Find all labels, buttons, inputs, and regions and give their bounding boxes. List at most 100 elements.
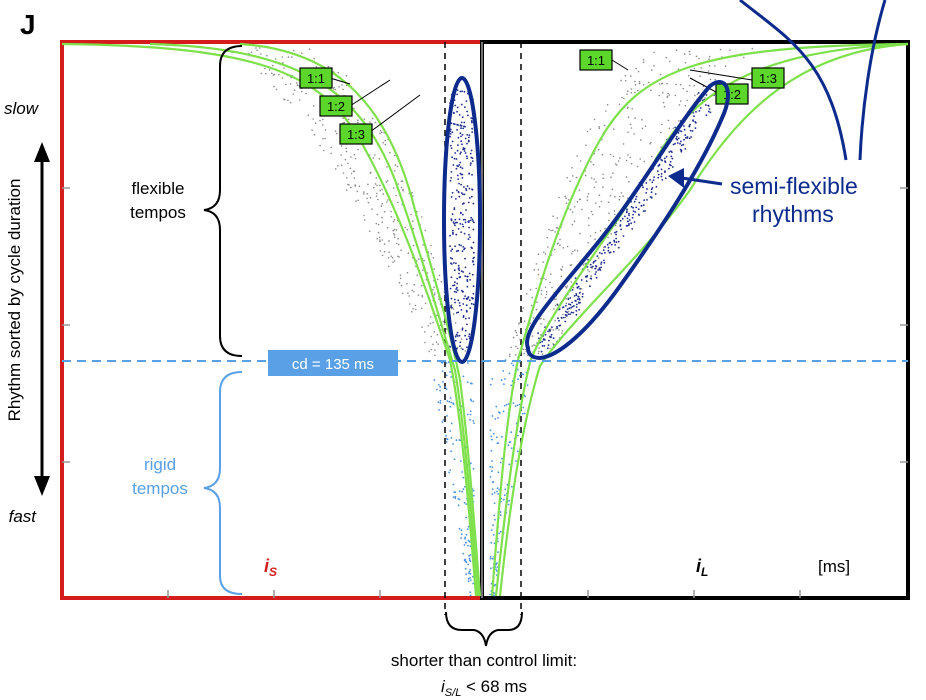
scatter-dot	[455, 167, 458, 170]
scatter-dot	[436, 388, 438, 391]
scatter-dot	[619, 219, 622, 222]
scatter-dot	[459, 172, 462, 175]
scatter-dot	[679, 148, 682, 151]
scatter-dot	[668, 94, 671, 96]
scatter-dot	[489, 593, 491, 596]
scatter-dot	[376, 213, 379, 216]
scatter-dot	[471, 131, 474, 134]
scatter-dot	[580, 287, 583, 290]
scatter-dot	[651, 155, 653, 158]
scatter-dot	[439, 386, 441, 388]
scatter-dot	[491, 460, 493, 462]
scatter-dot	[600, 263, 602, 265]
scatter-dot	[531, 296, 533, 299]
scatter-dot	[493, 542, 496, 545]
scatter-dot	[452, 229, 454, 232]
scatter-dot	[287, 56, 290, 58]
scatter-dot	[450, 147, 453, 150]
scatter-dot	[463, 193, 466, 196]
scatter-dot	[392, 220, 395, 223]
scatter-dot	[453, 298, 456, 301]
scatter-dot	[498, 411, 500, 414]
scatter-dot	[468, 317, 470, 319]
scatter-dot	[571, 211, 574, 213]
scatter-dot	[629, 123, 632, 126]
scatter-dot	[504, 378, 506, 380]
scatter-dot	[576, 283, 578, 285]
scatter-dot	[451, 191, 454, 194]
scatter-dot	[464, 125, 466, 128]
scatter-dot	[556, 243, 559, 245]
scatter-dot	[346, 177, 348, 179]
tag-left-1: 1:1	[307, 71, 325, 86]
scatter-dot	[450, 297, 453, 300]
scatter-dot	[465, 304, 468, 307]
scatter-dot	[538, 350, 540, 353]
scatter-dot	[645, 192, 648, 194]
scatter-dot	[383, 210, 386, 213]
scatter-dot	[661, 83, 663, 85]
scatter-dot	[457, 228, 460, 230]
scatter-dot	[699, 75, 701, 77]
scatter-dot	[388, 240, 390, 242]
scatter-dot	[519, 321, 521, 324]
fast-label: fast	[9, 507, 38, 526]
scatter-dot	[516, 434, 519, 437]
scatter-dot	[472, 420, 475, 422]
scatter-dot	[569, 264, 572, 267]
scatter-dot	[453, 313, 455, 315]
scatter-dot	[413, 283, 416, 286]
scatter-dot	[524, 348, 527, 351]
scatter-dot	[496, 487, 499, 490]
scatter-dot	[649, 142, 651, 145]
scatter-dot	[634, 211, 637, 213]
scatter-dot	[628, 180, 630, 183]
scatter-dot	[410, 311, 413, 313]
scatter-dot	[298, 99, 301, 101]
scatter-dot	[353, 153, 356, 156]
scatter-dot	[549, 329, 551, 332]
scatter-dot	[451, 213, 454, 216]
scatter-dot	[595, 265, 597, 267]
scatter-dot	[461, 289, 463, 292]
scatter-dot	[412, 244, 415, 247]
scatter-dot	[572, 286, 575, 289]
scatter-dot	[463, 90, 466, 93]
scatter-dot	[653, 51, 655, 54]
scatter-dot	[450, 262, 452, 265]
scatter-dot	[457, 136, 460, 139]
scatter-dot	[543, 251, 545, 253]
scatter-dot	[470, 156, 473, 159]
scatter-dot	[469, 219, 472, 222]
connector-line-2	[858, 0, 887, 161]
scatter-dot	[617, 246, 620, 249]
scatter-dot	[430, 335, 433, 338]
scatter-dot	[609, 251, 612, 254]
scatter-dot	[680, 130, 683, 133]
scatter-dot	[660, 146, 662, 148]
scatter-dot	[679, 83, 682, 86]
scatter-dot	[532, 317, 535, 319]
scatter-dot	[392, 261, 394, 264]
scatter-dot	[567, 298, 570, 301]
scatter-dot	[460, 347, 463, 349]
scatter-dot	[312, 105, 315, 107]
scatter-dot	[595, 181, 597, 183]
scatter-dot	[665, 56, 668, 59]
scatter-dot	[469, 560, 472, 563]
scatter-dot	[537, 269, 540, 271]
scatter-dot	[594, 238, 596, 240]
scatter-dot	[537, 352, 540, 355]
scatter-dot	[386, 180, 389, 182]
scatter-dot	[594, 273, 597, 276]
scatter-dot	[521, 412, 524, 415]
scatter-dot	[489, 476, 492, 478]
scatter-dot	[628, 212, 630, 215]
scatter-dot	[604, 227, 606, 230]
scatter-dot	[472, 292, 475, 295]
scatter-dot	[345, 189, 348, 191]
scatter-dot	[457, 191, 460, 194]
scatter-dot	[469, 236, 471, 239]
scatter-dot	[461, 213, 464, 216]
scatter-dot	[438, 384, 440, 386]
